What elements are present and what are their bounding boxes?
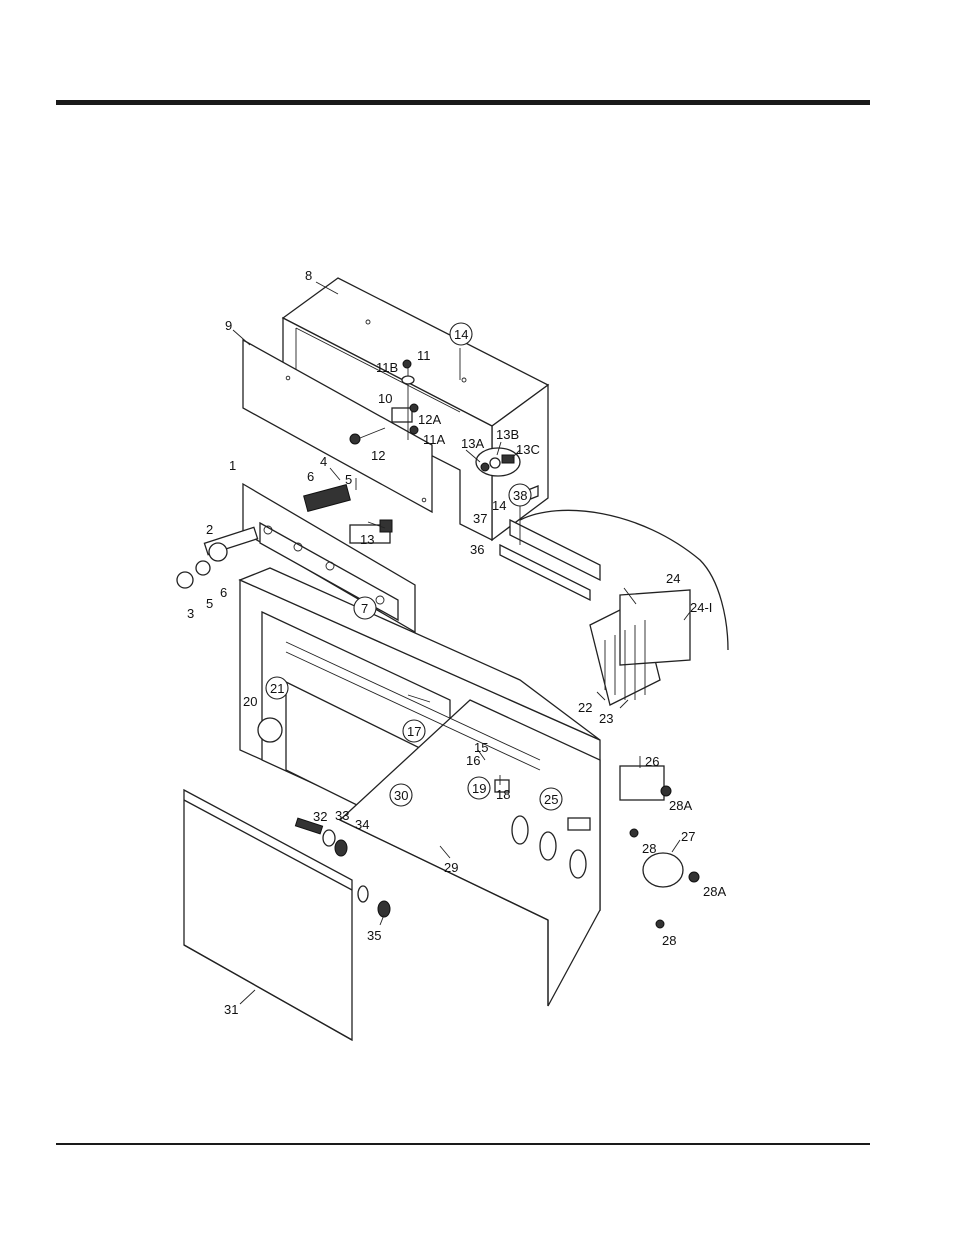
callout-8: 8	[305, 268, 312, 283]
callout-13b: 13B	[496, 427, 519, 442]
callout-35: 35	[367, 928, 381, 943]
callout-31: 31	[224, 1002, 238, 1017]
callout-13: 13	[360, 532, 374, 547]
callout-14-bottom: 14	[492, 498, 506, 513]
callout-36: 36	[470, 542, 484, 557]
callout-34: 34	[355, 817, 369, 832]
callout-12: 12	[371, 448, 385, 463]
callout-1: 1	[229, 458, 236, 473]
callout-22: 22	[578, 700, 592, 715]
callout-6-lower: 6	[220, 585, 227, 600]
breaker-block	[590, 590, 690, 705]
callout-32: 32	[313, 809, 327, 824]
callout-7: 7	[361, 601, 368, 616]
callout-14-top: 14	[454, 327, 468, 342]
callout-25: 25	[544, 792, 558, 807]
callout-11a: 11A	[423, 432, 445, 447]
callout-3: 3	[187, 606, 194, 621]
callout-4: 4	[320, 454, 327, 469]
callout-26: 26	[645, 754, 659, 769]
receptacle-27	[643, 853, 699, 928]
callout-21: 21	[270, 681, 284, 696]
callout-5-lower: 5	[206, 596, 213, 611]
callout-28-lower: 28	[662, 933, 676, 948]
callout-11b: 11B	[376, 360, 398, 375]
callout-9: 9	[225, 318, 232, 333]
callout-30: 30	[394, 788, 408, 803]
callout-23: 23	[599, 711, 613, 726]
callout-13c: 13C	[516, 442, 540, 457]
callout-28a-upper: 28A	[669, 798, 692, 813]
callout-33: 33	[335, 808, 349, 823]
callout-16: 16	[466, 753, 480, 768]
receptacle-26	[620, 766, 671, 837]
callout-28a-lower: 28A	[703, 884, 726, 899]
callout-10: 10	[378, 391, 392, 406]
callout-11: 11	[417, 348, 431, 363]
callout-17: 17	[407, 724, 421, 739]
callout-12a: 12A	[418, 412, 441, 427]
callout-29: 29	[444, 860, 458, 875]
callout-38: 38	[513, 488, 527, 503]
callout-28-upper: 28	[642, 841, 656, 856]
callout-24-i: 24-I	[690, 600, 712, 615]
part-31-bottom-cover	[184, 790, 352, 1040]
callout-5-upper: 5	[345, 472, 352, 487]
callout-24: 24	[666, 571, 680, 586]
callout-37: 37	[473, 511, 487, 526]
callout-18: 18	[496, 787, 510, 802]
callout-19: 19	[472, 781, 486, 796]
callout-13a: 13A	[461, 436, 484, 451]
callout-27: 27	[681, 829, 695, 844]
callout-6-upper: 6	[307, 469, 314, 484]
callout-20: 20	[243, 694, 257, 709]
callout-2: 2	[206, 522, 213, 537]
